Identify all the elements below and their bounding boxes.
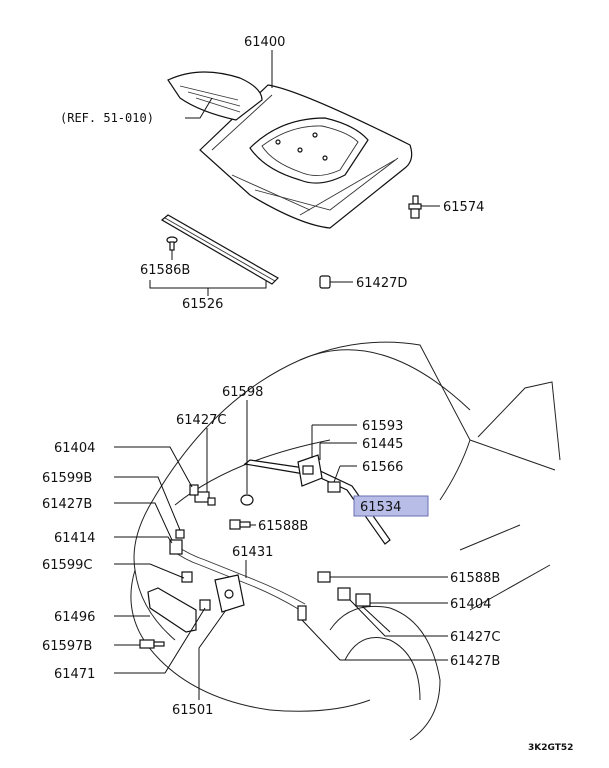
label-61586b[interactable]: 61586B [140,263,190,278]
label-61414[interactable]: 61414 [54,531,95,546]
label-61404-left[interactable]: 61404 [54,441,95,456]
hood-lock[interactable] [214,574,245,613]
label-61574[interactable]: 61574 [443,200,484,215]
label-61427b-right[interactable]: 61427B [450,654,500,669]
grommet-61598[interactable] [240,494,254,506]
clip-61599c[interactable] [181,571,193,583]
label-61599c[interactable]: 61599C [42,558,92,573]
leader-lines [114,50,448,700]
bolt-61599b[interactable] [175,529,185,539]
label-61526[interactable]: 61526 [182,297,223,312]
label-61534[interactable]: 61534 [360,500,401,515]
label-61427b-left[interactable]: 61427B [42,497,92,512]
lock-bracket[interactable] [147,587,197,633]
bumper-61427c-left[interactable] [194,491,216,506]
label-61427c-right[interactable]: 61427C [450,630,500,645]
bumper-61427c-right[interactable] [337,587,351,601]
label-61588b-mid[interactable]: 61588B [258,519,308,534]
label-61593[interactable]: 61593 [362,419,403,434]
prop-rod-holder[interactable] [297,454,323,487]
bolt-61574[interactable] [408,195,422,219]
clip-61588b-mid[interactable] [229,519,251,530]
car-body-outline [130,341,561,741]
label-61427d[interactable]: 61427D [356,276,407,291]
bolt-61597b[interactable] [139,639,165,649]
hood-seal-strip[interactable] [160,214,279,285]
label-61501[interactable]: 61501 [172,703,213,718]
clip-61566[interactable] [327,481,341,493]
label-61588b-right[interactable]: 61588B [450,571,500,586]
label-61400[interactable]: 61400 [244,35,285,50]
image-code: 3K2GT52 [528,743,573,753]
clip-61588b-right[interactable] [317,571,331,583]
label-61566[interactable]: 61566 [362,460,403,475]
bumper-61427d[interactable] [319,275,331,289]
bolt-61404-left[interactable] [189,484,199,496]
release-cable[interactable] [171,544,306,611]
label-61496[interactable]: 61496 [54,610,95,625]
label-61404-right[interactable]: 61404 [450,597,491,612]
part-labels: 61400 (REF. 51-010) 61574 61586B 61526 6… [42,35,573,753]
label-61597b[interactable]: 61597B [42,639,92,654]
label-61431[interactable]: 61431 [232,545,273,560]
bolt-61427b-right[interactable] [297,605,307,621]
hood-panel[interactable] [199,84,413,229]
hood-stay-61404-right[interactable] [355,593,371,607]
label-61599b[interactable]: 61599B [42,471,92,486]
label-61445[interactable]: 61445 [362,437,403,452]
clip-61471[interactable] [199,599,211,611]
label-61471[interactable]: 61471 [54,667,95,682]
label-61427c-top[interactable]: 61427C [176,413,226,428]
hood-vent-ref[interactable] [167,71,263,121]
ref-label: (REF. 51-010) [60,111,154,125]
release-handle[interactable] [169,539,183,555]
highlight-box-61534 [353,495,429,517]
label-61598[interactable]: 61598 [222,385,263,400]
clip-61586b[interactable] [166,236,178,251]
